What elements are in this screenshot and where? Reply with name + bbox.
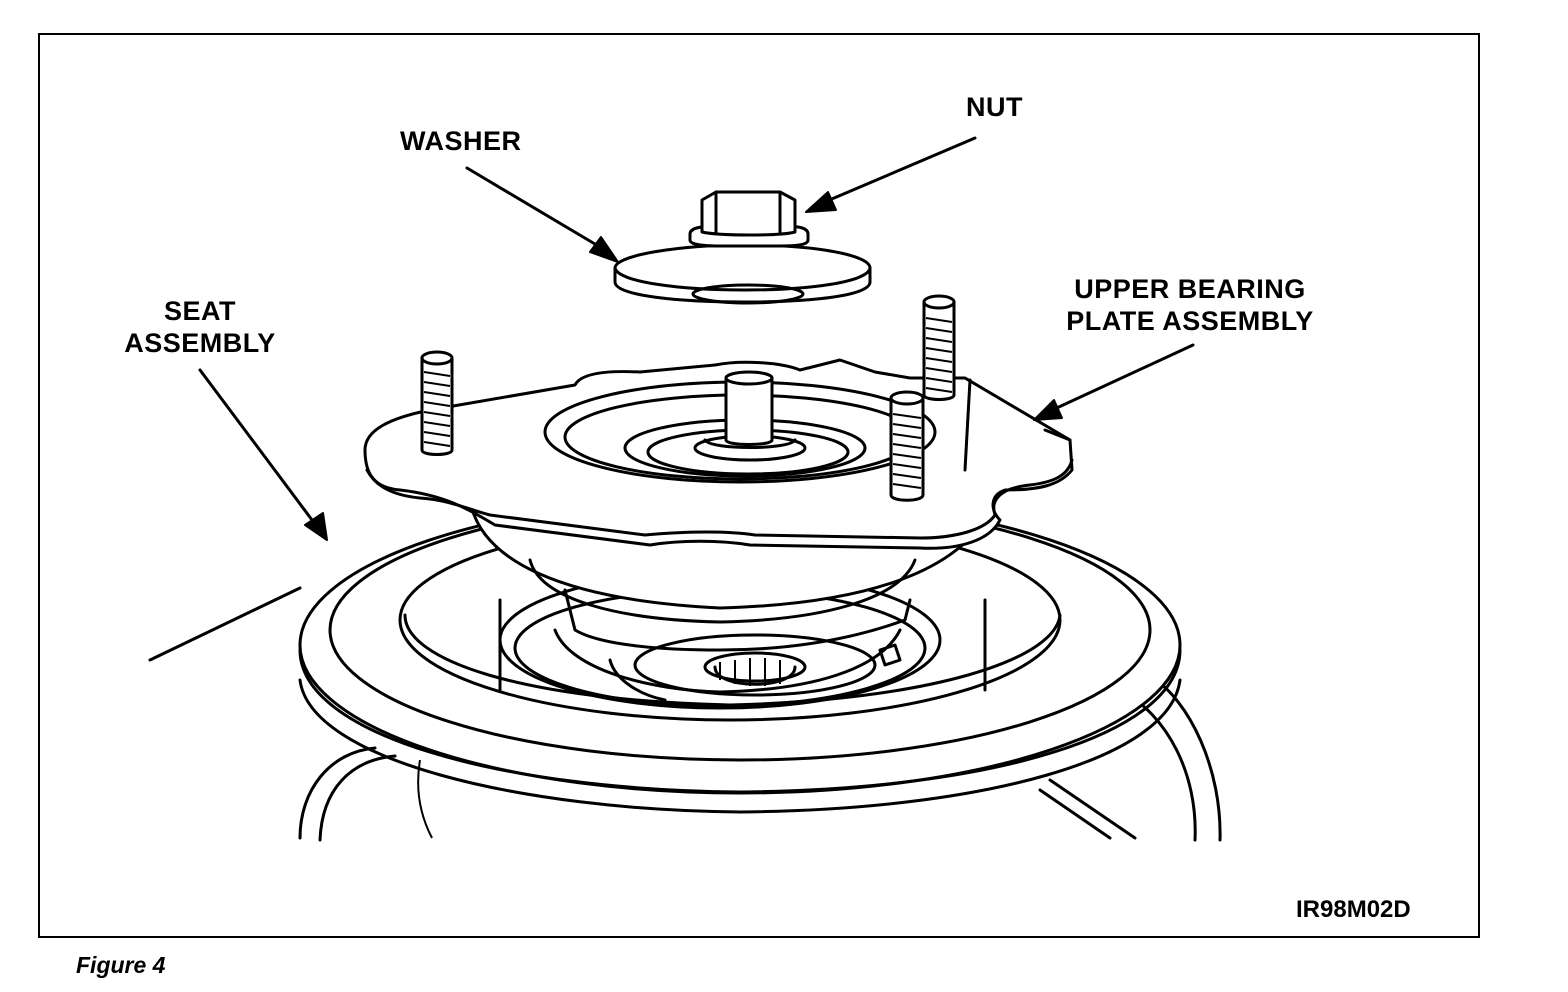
upper-plate-label-line1: UPPER BEARING (1074, 274, 1306, 304)
upper-plate-arrowhead (1033, 399, 1063, 421)
seat-arrowhead (304, 512, 328, 541)
nut-label: NUT (966, 92, 1023, 122)
seat-label-line2: ASSEMBLY (124, 328, 276, 358)
upper-plate-label-line2: PLATE ASSEMBLY (1066, 306, 1314, 336)
drawing-code: IR98M02D (1296, 896, 1411, 923)
nut-arrowhead (805, 191, 837, 213)
figure-caption: Figure 4 (76, 952, 166, 978)
upper-bearing-plate-label: UPPER BEARING PLATE ASSEMBLY (1045, 273, 1335, 337)
seat-label-line1: SEAT (163, 296, 236, 326)
seat-assembly-label: SEAT ASSEMBLY (112, 295, 288, 359)
washer-label: WASHER (400, 126, 522, 156)
leader-arrows (198, 136, 1195, 541)
washer-arrowhead (589, 236, 619, 263)
figure-frame (38, 33, 1480, 938)
mounting-studs (420, 294, 956, 502)
washer (613, 243, 872, 305)
flange-nut (688, 190, 810, 248)
seat-assembly (148, 495, 1182, 814)
